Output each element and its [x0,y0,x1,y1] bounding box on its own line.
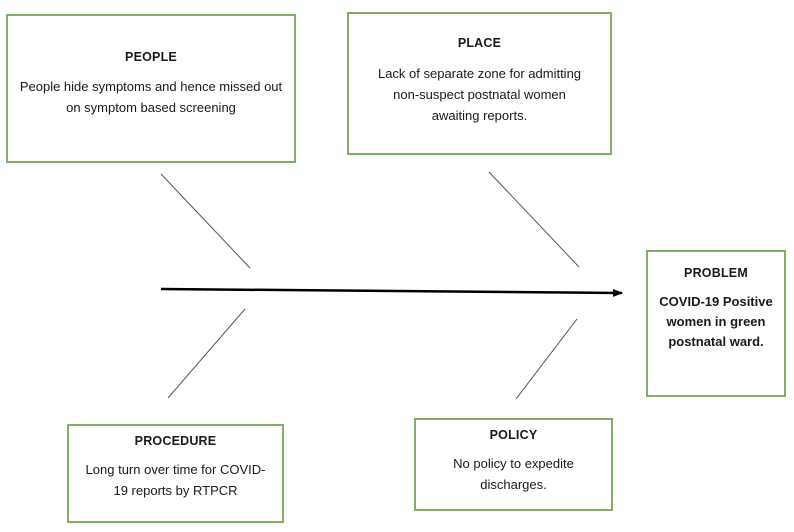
place-text: Lack of separate zone for admitting non-… [377,66,582,123]
policy-box: POLICY No policy to expedite discharges. [414,418,613,511]
place-box: PLACE Lack of separate zone for admittin… [347,12,612,155]
bone-procedure [167,308,246,399]
policy-text: No policy to expedite discharges. [453,456,574,492]
spine-arrow [160,287,623,297]
people-text: People hide symptoms and hence missed ou… [19,79,283,115]
policy-title: POLICY [489,428,538,442]
problem-title: PROBLEM [684,266,748,280]
problem-box: PROBLEM COVID-19 Positive women in green… [646,250,786,397]
people-title: PEOPLE [125,50,177,64]
people-box: PEOPLE People hide symptoms and hence mi… [6,14,296,163]
procedure-box: PROCEDURE Long turn over time for COVID-… [67,424,284,523]
procedure-title: PROCEDURE [134,434,217,448]
bone-place [488,171,580,268]
bone-people [160,173,251,269]
bone-policy [515,318,578,400]
procedure-text: Long turn over time for COVID-19 reports… [85,462,266,498]
problem-text: COVID-19 Positive women in green postnat… [659,294,773,349]
place-title: PLACE [457,36,502,50]
